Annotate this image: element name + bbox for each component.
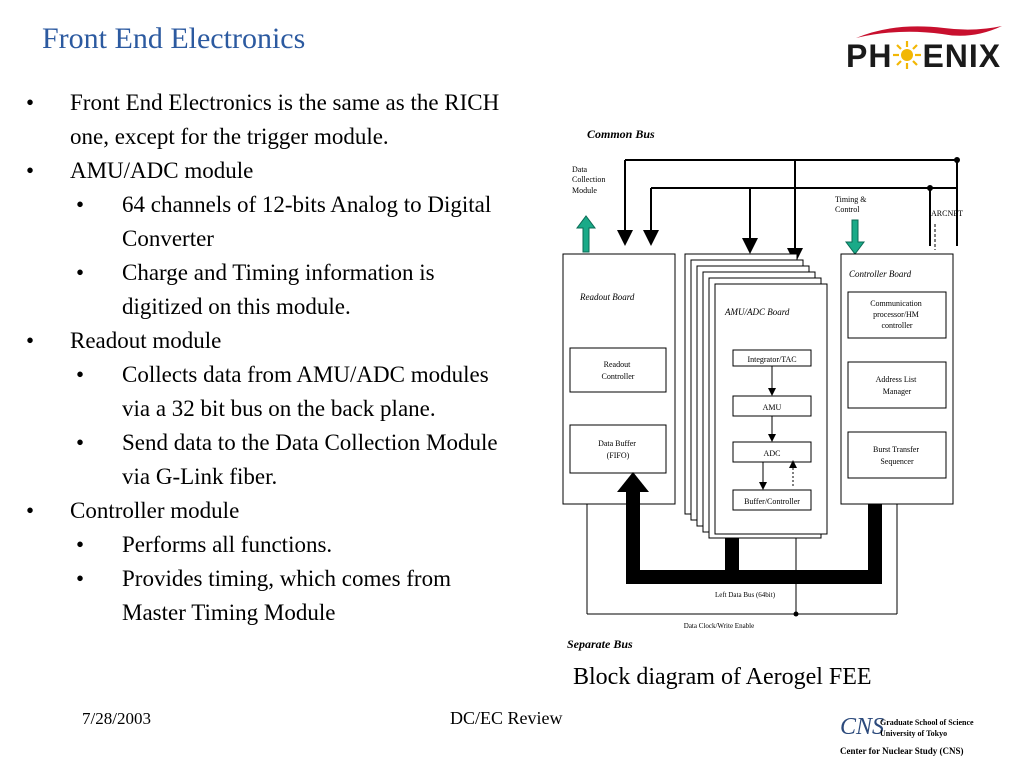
cns-logo-block: CNS Graduate School of Science Universit… [836, 712, 1016, 764]
logo-swoosh-icon [856, 26, 1002, 38]
readout-controller-label: Readout Controller [602, 360, 635, 381]
readout-controller-box [569, 347, 667, 393]
footer-title: DC/EC Review [450, 708, 563, 728]
amu-label: AMU [763, 403, 782, 412]
block-diagram: Common Bus Data Collection Module Timing… [562, 127, 963, 651]
address-list-label: Address List Manager [876, 375, 919, 396]
bus-junction-dot [954, 157, 960, 163]
burst-transfer-box [847, 431, 947, 479]
comm-processor-label: Communication processor/HM controller [870, 299, 924, 330]
data-collection-label: Data Collection Module [572, 165, 607, 195]
common-bus-label: Common Bus [587, 127, 655, 141]
bullet-item: •Controller module [26, 498, 240, 523]
address-list-box [847, 361, 947, 409]
comm-processor-box [847, 291, 947, 339]
diagram-caption: Block diagram of Aerogel FEE [573, 664, 872, 690]
adc-box [732, 441, 812, 463]
integrator-tac-label: Integrator/TAC [747, 355, 796, 364]
left-data-bus [617, 472, 882, 584]
separate-bus-lines [586, 504, 898, 615]
burst-transfer-label: Burst Transfer Sequencer [873, 445, 921, 466]
bus-junction-dot [927, 185, 933, 191]
buffer-controller-label: Buffer/Controller [744, 497, 800, 506]
logo-text-left: PH [846, 38, 893, 74]
data-collection-arrow-icon [576, 215, 596, 253]
sub-bullet-item: •Charge and Timing information is digiti… [76, 260, 435, 319]
sub-bullet-item: •Collects data from AMU/ADC modules via … [76, 362, 489, 421]
sun-icon [893, 41, 922, 69]
amu-adc-board-label: AMU/ADC Board [724, 307, 790, 317]
arcnet-label: ARCNET [931, 209, 963, 218]
data-buffer-label: Data Buffer (FIFO) [598, 439, 638, 460]
left-data-bus-label: Left Data Bus (64bit) [715, 591, 776, 599]
logo-text-right: ENIX [922, 38, 1002, 74]
institution-line-3: Center for Nuclear Study (CNS) [840, 746, 964, 756]
bullet-item: •Readout module [26, 328, 222, 353]
bullet-list: •Front End Electronics is the same as th… [18, 86, 518, 630]
logo-text: PH ENIX [846, 38, 1001, 75]
sub-bullet-item: •Provides timing, which comes from Maste… [76, 566, 451, 625]
timing-control-arrow-icon [845, 219, 865, 255]
separate-bus-label: Separate Bus [567, 637, 633, 651]
timing-control-label: Timing & Control [835, 195, 869, 214]
slide-title: Front End Electronics [42, 22, 306, 55]
separate-bus-dot [793, 611, 799, 617]
phenix-logo: PH ENIX [846, 20, 1006, 80]
sub-bullet-item: •Performs all functions. [76, 532, 333, 557]
common-bus-lines [617, 159, 958, 264]
data-clock-label: Data Clock/Write Enable [684, 622, 754, 630]
footer-date: 7/28/2003 [82, 709, 151, 728]
controller-board-label: Controller Board [849, 269, 912, 279]
sub-bullet-item: •64 channels of 12-bits Analog to Digita… [76, 192, 492, 251]
bullet-item: •Front End Electronics is the same as th… [26, 90, 500, 149]
institution-line-1: Graduate School of Science [880, 718, 974, 727]
cns-logo: CNS [840, 714, 885, 740]
readout-board-label: Readout Board [579, 292, 635, 302]
data-buffer-box [569, 424, 667, 474]
adc-label: ADC [764, 449, 781, 458]
buffer-controller-box [732, 489, 812, 511]
bullet-item: •AMU/ADC module [26, 158, 254, 183]
institution-line-2: University of Tokyo [880, 729, 948, 738]
sub-bullet-item: •Send data to the Data Collection Module… [76, 430, 498, 489]
